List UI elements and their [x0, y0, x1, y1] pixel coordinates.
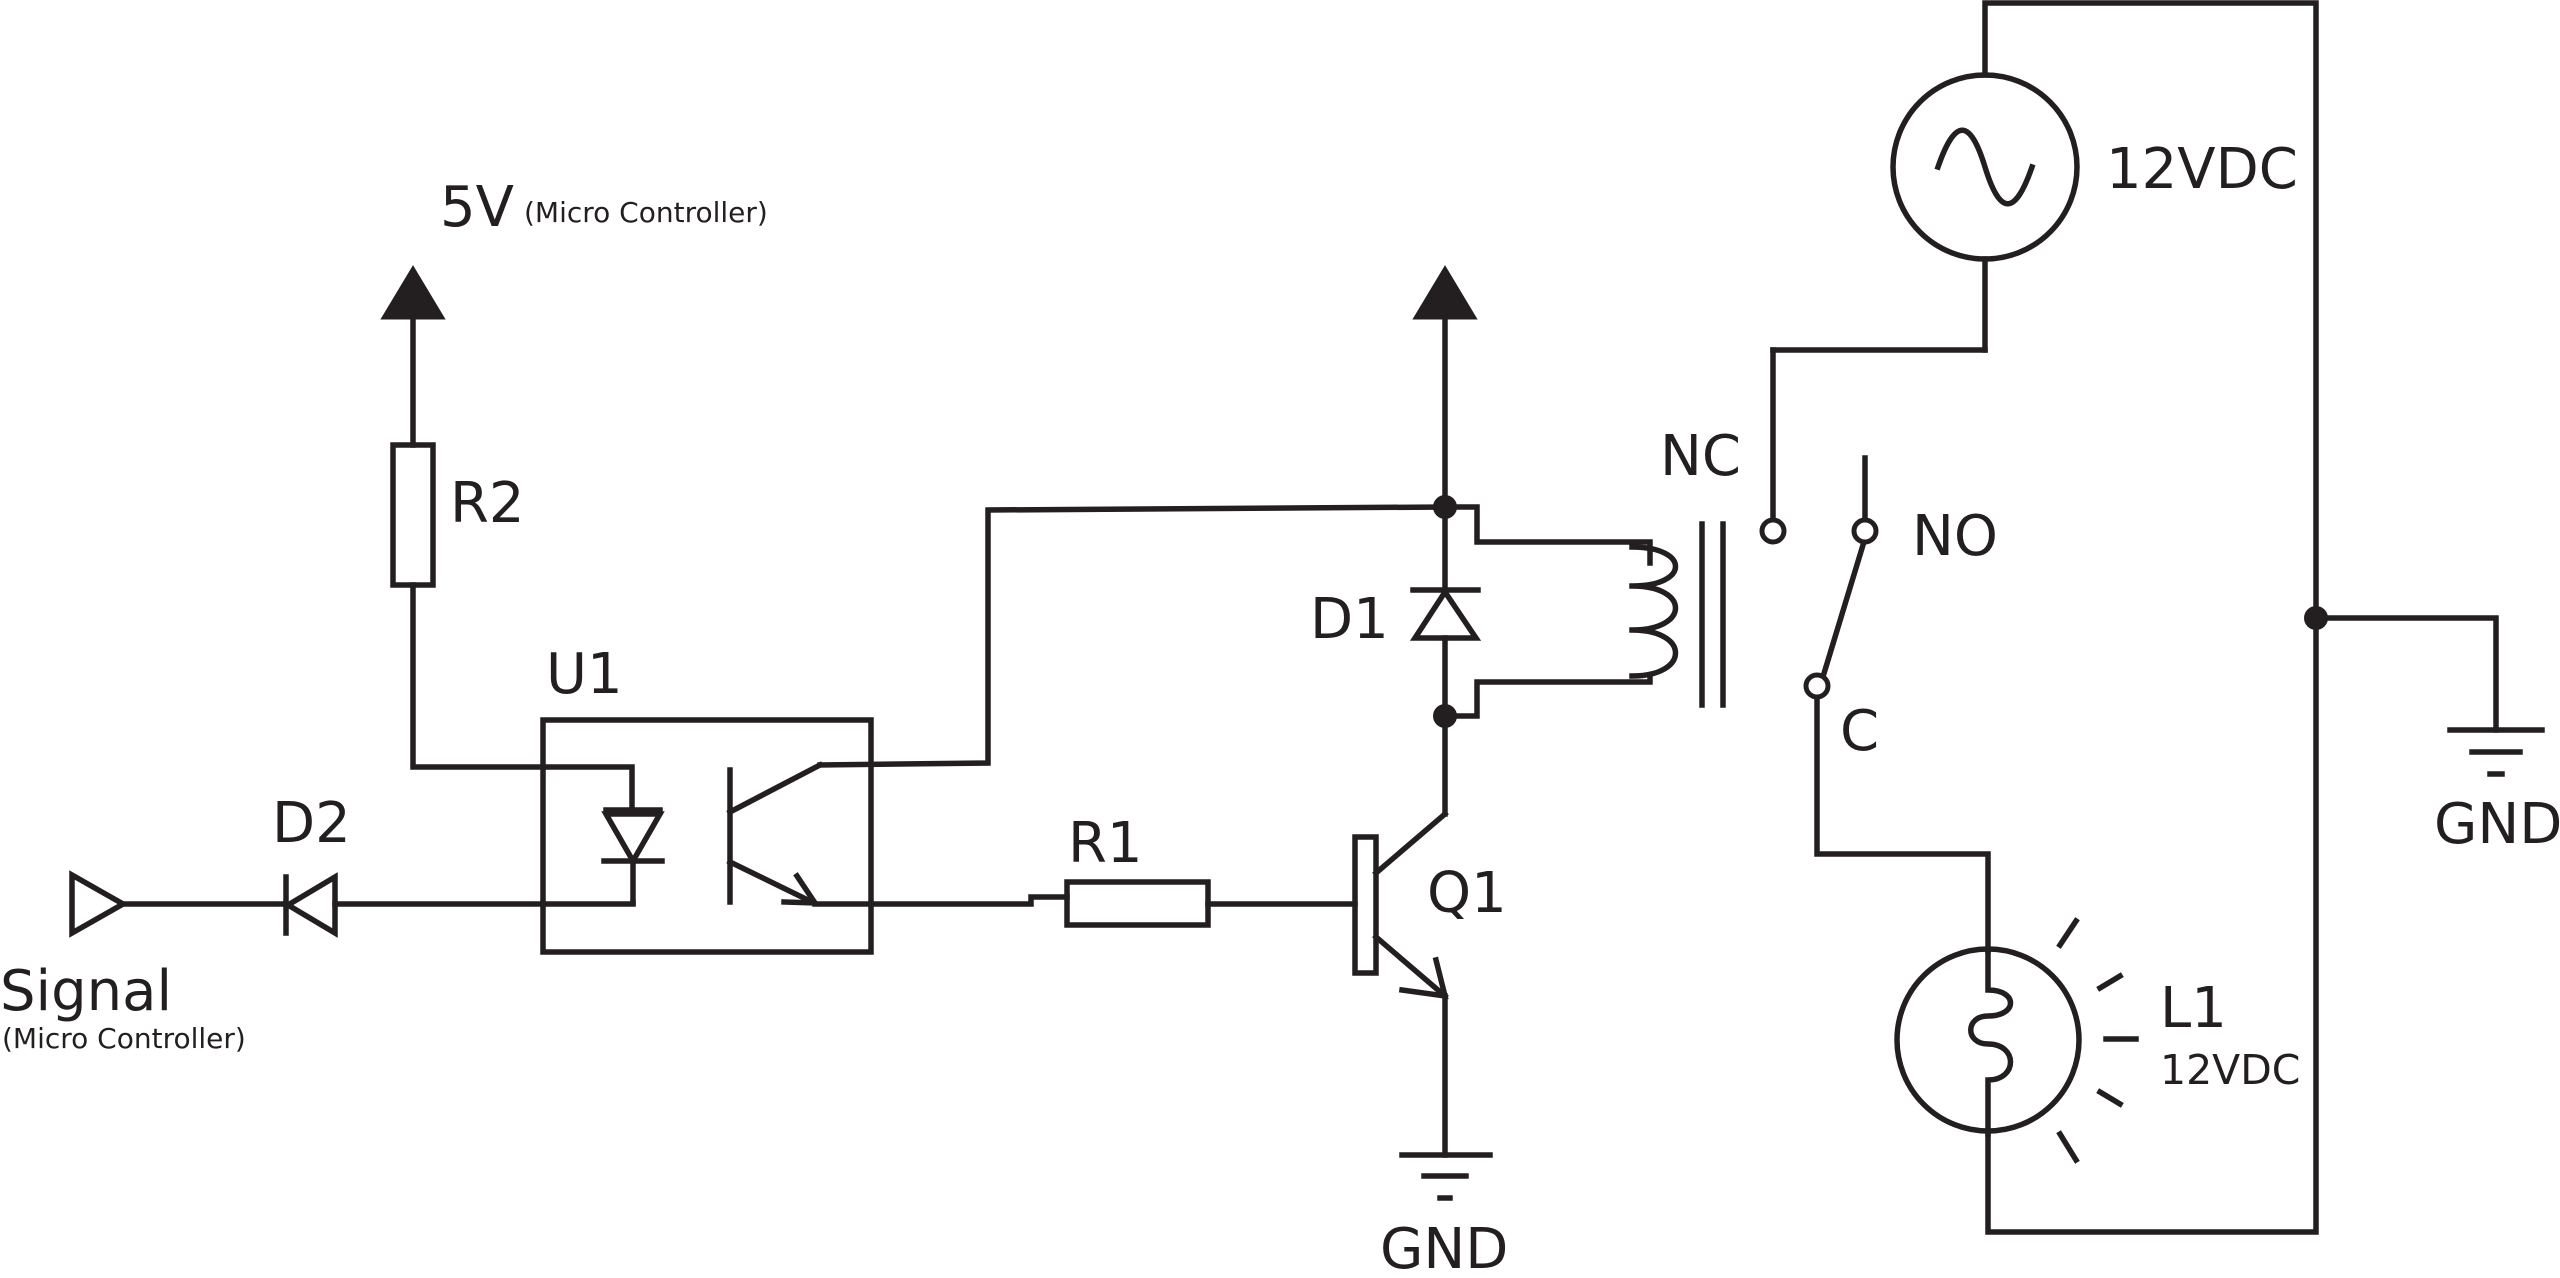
signal-input-arrow: [69, 870, 129, 938]
terminal-c: [1803, 672, 1831, 700]
label-r1: R1: [1068, 811, 1143, 876]
label-r2: R2: [450, 471, 525, 536]
label-no: NO: [1912, 504, 1998, 569]
wire-u1-emitter-to-r1: [812, 894, 1070, 907]
relay-supply-arrow: [1412, 265, 1478, 510]
label-12vdc-source: 12VDC: [2106, 137, 2298, 202]
wire-d2-to-u1-cathode: [332, 900, 636, 907]
wire-rail-to-gnd: [2313, 615, 2499, 733]
label-d1: D1: [1310, 587, 1389, 652]
wire-c-to-lamp: [1814, 690, 1991, 954]
vcc-5v-arrow: [380, 265, 446, 448]
u1-phototransistor: [726, 761, 824, 906]
wire-coil-top: [1442, 504, 1653, 566]
diode-d1: [1409, 587, 1482, 641]
resistor-r2: [390, 442, 436, 588]
diode-d2: [282, 872, 338, 938]
wire-coil-bottom: [1442, 673, 1653, 719]
lamp-light-rays: [2056, 917, 2139, 1164]
label-signal-note: (Micro Controller): [2, 1022, 246, 1055]
label-gnd-q1: GND: [1380, 1217, 1508, 1278]
label-5v: 5V: [440, 175, 514, 240]
wire-u1-collector-to-supply: [817, 504, 1448, 768]
label-nc: NC: [1660, 424, 1741, 489]
ac-wave-icon: [1934, 127, 2036, 207]
relay-switch-arm: [1818, 541, 1867, 684]
terminal-no: [1851, 517, 1879, 545]
terminal-nc: [1759, 517, 1787, 545]
label-c: C: [1840, 699, 1879, 764]
optocoupler-u1-body: [540, 717, 874, 955]
wire-r2-to-u1-anode: [410, 582, 635, 813]
label-q1: Q1: [1427, 861, 1507, 926]
ground-symbol-q1: [1399, 1152, 1493, 1201]
ground-symbol-right: [2447, 727, 2545, 777]
label-d2: D2: [272, 791, 351, 856]
label-signal: Signal: [0, 959, 172, 1024]
label-l1-rating: 12VDC: [2160, 1046, 2300, 1094]
label-u1: U1: [546, 642, 623, 707]
junction-right-rail: [2304, 606, 2328, 630]
label-5v-note: (Micro Controller): [524, 196, 768, 229]
u1-led: [601, 807, 665, 906]
label-gnd-right: GND: [2434, 792, 2560, 857]
relay-coil: [1629, 544, 1678, 679]
resistor-r1: [1064, 879, 1211, 928]
lamp-filament: [1968, 948, 2014, 1137]
label-l1: L1: [2160, 976, 2227, 1041]
